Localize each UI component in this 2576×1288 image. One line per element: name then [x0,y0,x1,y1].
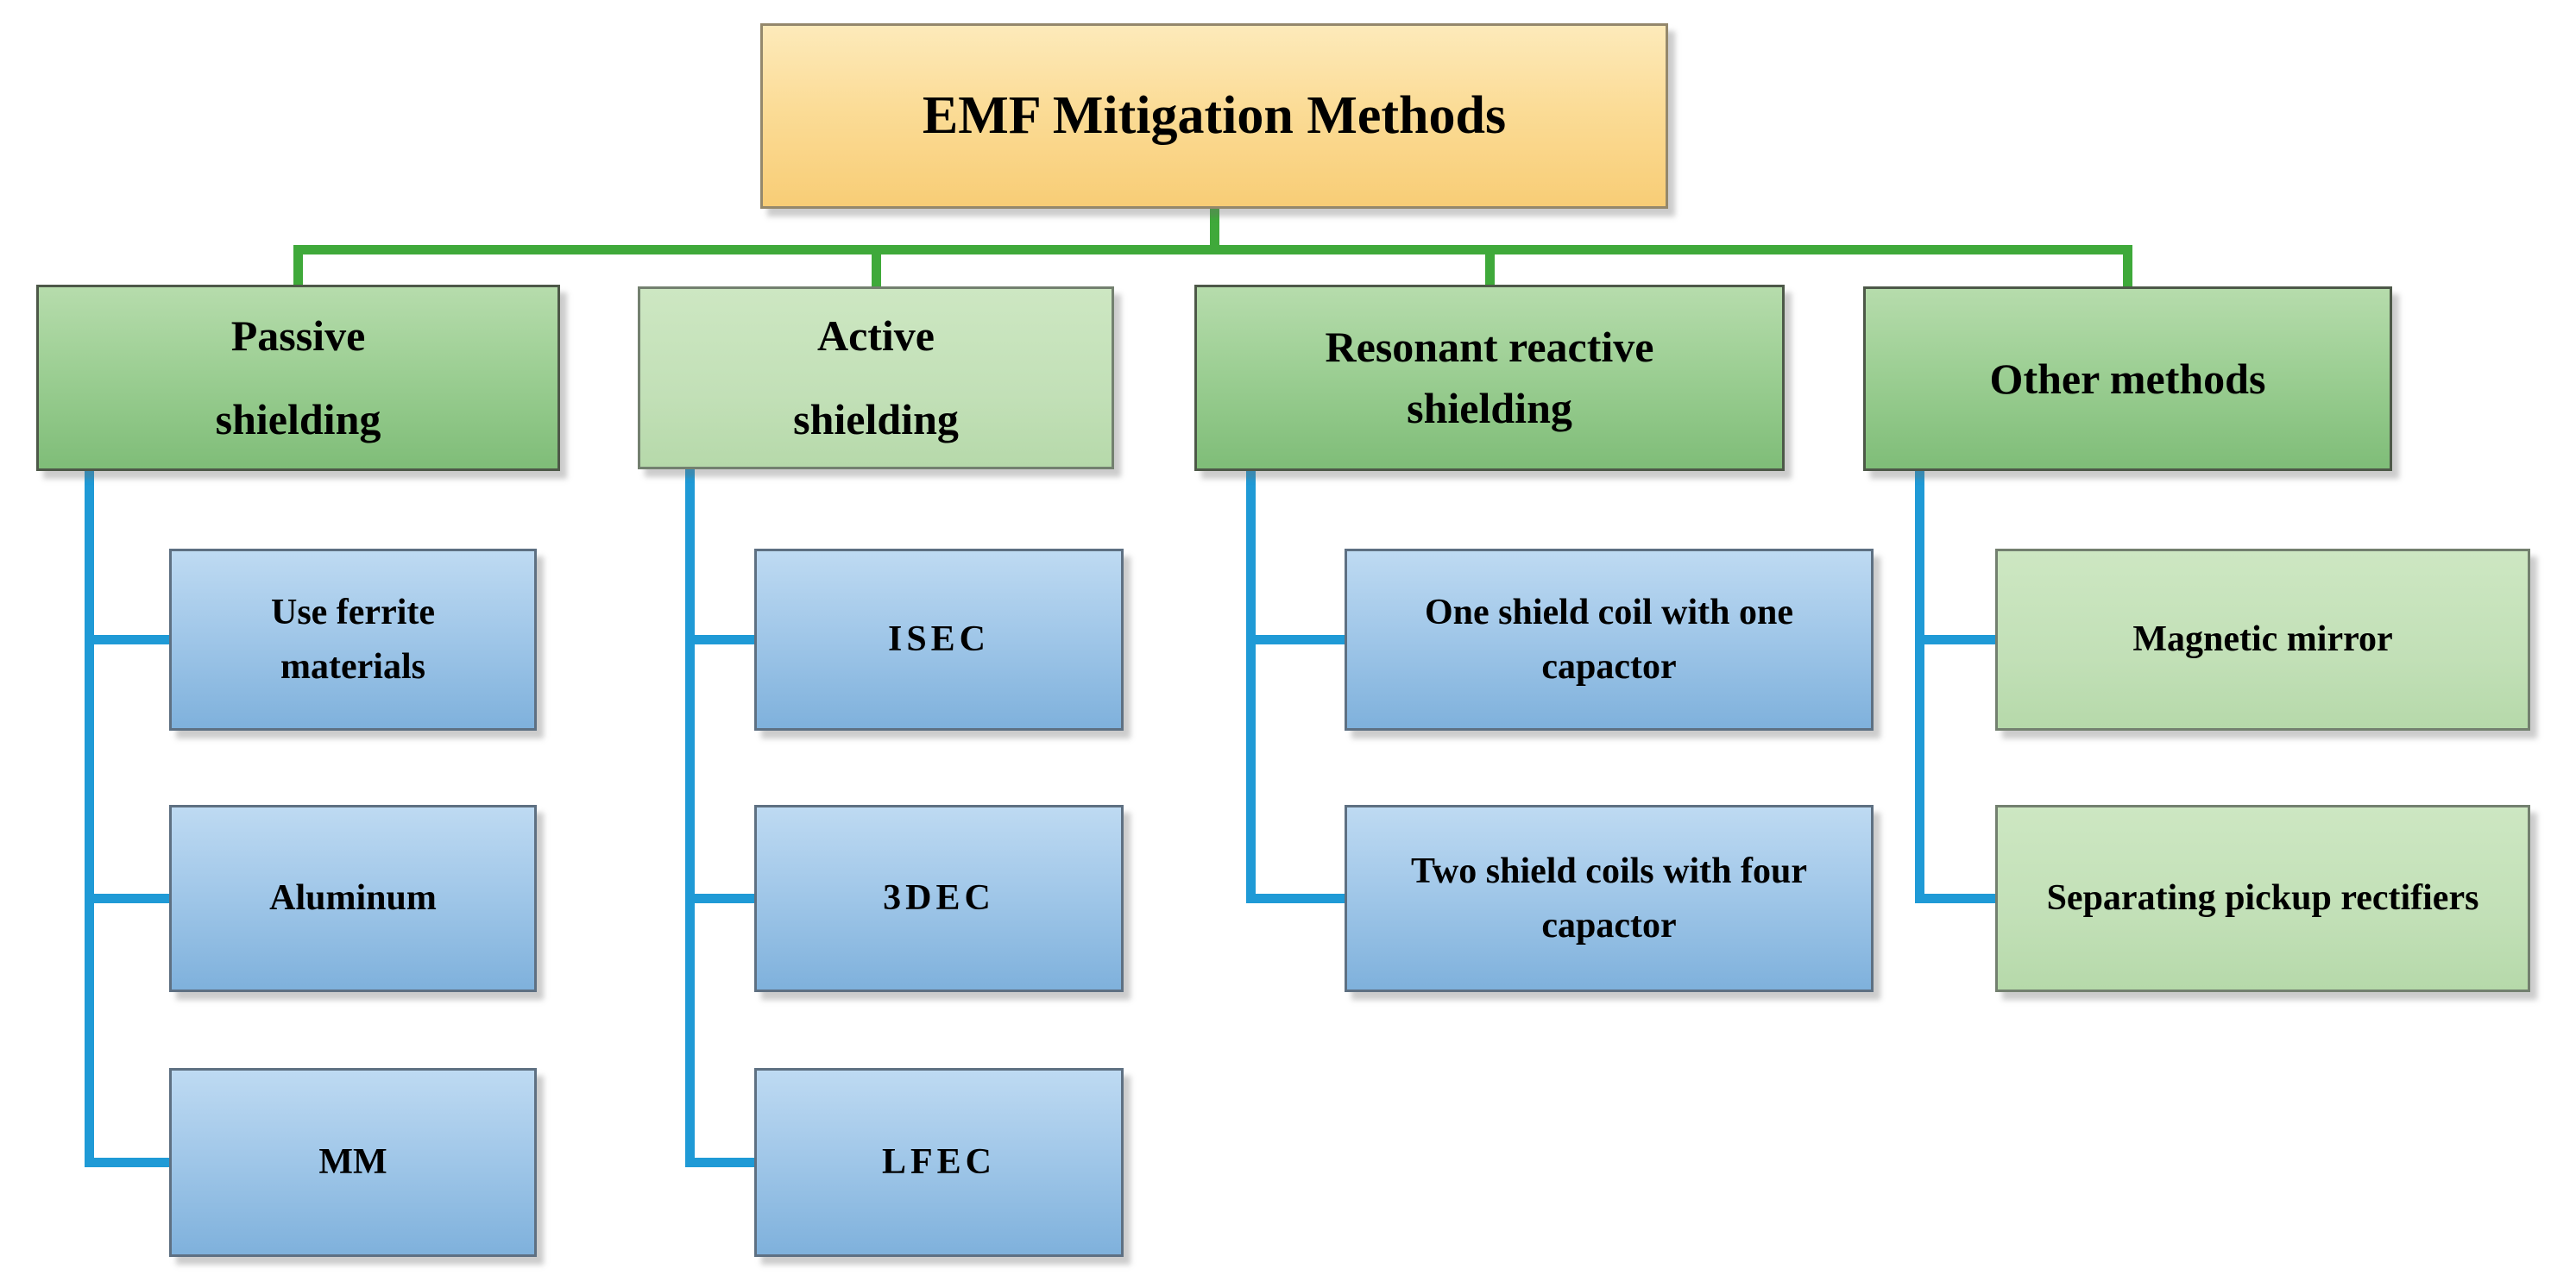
node-resonant-reactive-shielding: Resonant reactive shielding [1194,285,1785,471]
node-magnetic-mirror: Magnetic mirror [1995,549,2530,731]
connector-drop-passive [293,245,303,288]
connector-stub-mm [85,1158,171,1167]
node-emf-mitigation-methods: EMF Mitigation Methods [760,23,1668,209]
connector-trunk-passive [85,471,94,1167]
node-separating-pickup-rectifiers: Separating pickup rectifiers [1995,805,2530,992]
connector-stub-ferrite [85,635,171,644]
node-one-shield-coil-one-capactor: One shield coil with one capactor [1345,549,1874,731]
connector-drop-resonant [1485,245,1495,288]
node-active-shielding: Active shielding [638,286,1114,469]
connector-stub-3dec [685,894,756,903]
connector-stub-aluminum [85,894,171,903]
node-passive-shielding: Passive shielding [36,285,560,471]
connector-trunk-active [685,469,695,1167]
connector-stub-one-shield [1246,635,1346,644]
node-two-shield-coils-four-capactor: Two shield coils with four capactor [1345,805,1874,992]
connector-drop-active [872,245,881,290]
node-mm: MM [169,1068,537,1257]
connector-stub-isec [685,635,756,644]
node-lfec: LFEC [754,1068,1124,1257]
connector-drop-other [2123,245,2132,290]
node-aluminum: Aluminum [169,805,537,992]
connector-stub-separating [1915,894,1997,903]
connector-stub-two-shield [1246,894,1346,903]
node-other-methods: Other methods [1863,286,2392,471]
connector-trunk-other [1915,471,1924,903]
connector-trunk-resonant [1246,471,1256,903]
connector-stub-lfec [685,1158,756,1167]
node-3dec: 3DEC [754,805,1124,992]
connector-stub-magnetic-mirror [1915,635,1997,644]
connector-root-drop [1210,209,1219,250]
node-isec: ISEC [754,549,1124,731]
node-use-ferrite-materials: Use ferrite materials [169,549,537,731]
connector-level1-hline [293,245,2132,254]
